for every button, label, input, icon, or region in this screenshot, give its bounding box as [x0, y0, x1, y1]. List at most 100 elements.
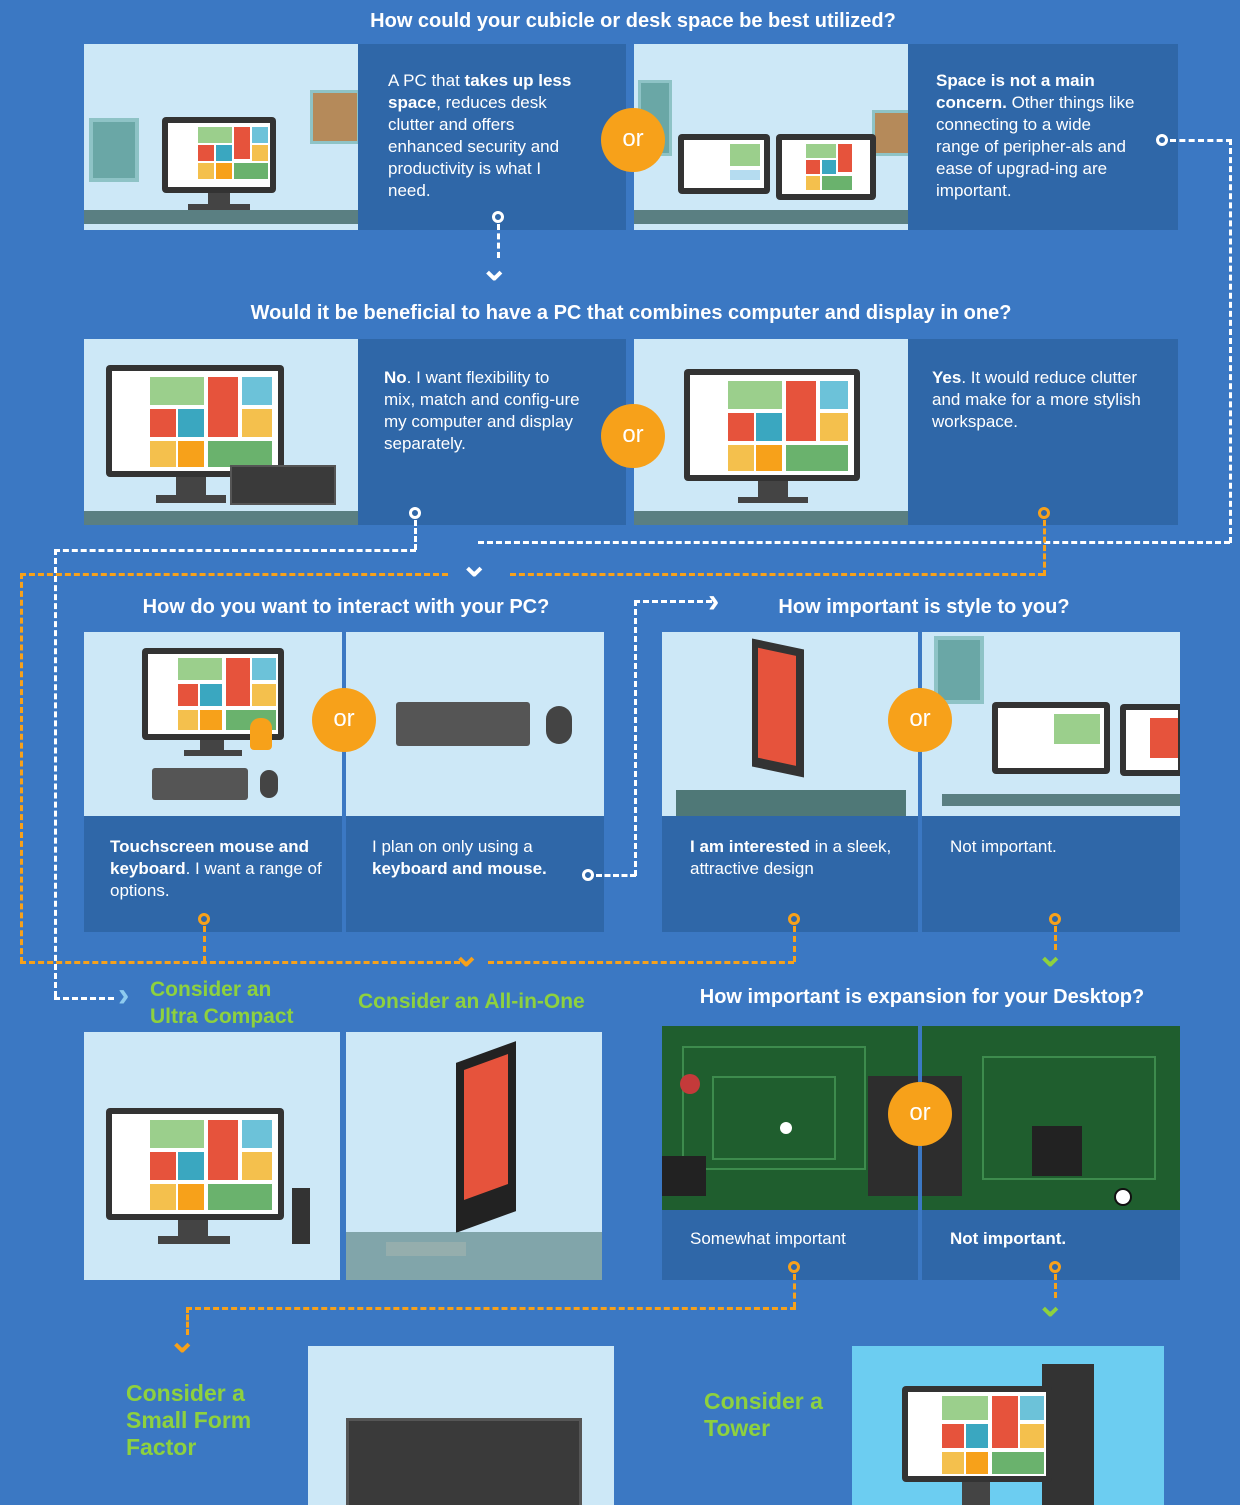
connector-line [488, 961, 794, 964]
q2-left-answer[interactable]: No. I want flexibility to mix, match and… [358, 339, 626, 525]
connector-line [54, 997, 114, 1000]
mouse-icon [260, 770, 278, 798]
connector-line [634, 600, 637, 876]
q4-left-text-post: in a sleek, attractive design [690, 837, 892, 878]
q1-left-text-bold: takes up less space [388, 71, 572, 112]
q1-right-illustration [634, 44, 908, 230]
chevron-down-icon: ⌄ [168, 1322, 197, 1360]
monitor-icon [106, 1108, 284, 1220]
touchscreen-monitor-icon [142, 648, 284, 740]
result-ultra-compact[interactable]: Consider an Ultra Compact [150, 978, 294, 1028]
corkboard-icon [872, 110, 908, 156]
or-badge: or [888, 688, 952, 752]
connector-node [1156, 134, 1168, 146]
q2-left-illustration [84, 339, 358, 525]
connector-line [1170, 139, 1232, 142]
keyboard-icon [396, 702, 530, 746]
corkboard-icon [310, 90, 358, 144]
q5-right-circuit-illustration [922, 1026, 1180, 1210]
chevron-down-icon: ⌄ [1036, 936, 1065, 974]
result-all-in-one[interactable]: Consider an All-in-One [358, 990, 585, 1013]
q3-left-text-post: . I want a range of options. [110, 859, 322, 900]
or-badge: or [601, 108, 665, 172]
monitor-icon [162, 117, 276, 193]
q5-left-circuit-illustration [662, 1026, 918, 1210]
connector-node [198, 913, 210, 925]
q3-left-text-bold: Touchscreen mouse and keyboard [110, 837, 310, 878]
all-in-one-monitor-icon [456, 1041, 516, 1233]
q3-right-illustration [346, 632, 604, 816]
hand-pointer-icon [250, 718, 272, 750]
question-1-title: How could your cubicle or desk space be … [370, 10, 896, 32]
q1-left-illustration [84, 44, 358, 230]
monitor-icon [684, 369, 860, 481]
connector-line [793, 1274, 796, 1308]
connector-node [788, 913, 800, 925]
or-badge: or [601, 404, 665, 468]
q2-right-answer[interactable]: Yes. It would reduce clutter and make fo… [908, 339, 1178, 525]
connector-line [186, 1307, 796, 1310]
q1-left-text-pre: A PC that [388, 71, 465, 90]
connector-node [409, 507, 421, 519]
connector-line [478, 541, 1230, 544]
connector-line [497, 224, 500, 258]
mouse-icon [546, 706, 572, 744]
connector-node [788, 1261, 800, 1273]
monitor-icon [678, 134, 770, 194]
connector-line [20, 961, 460, 964]
or-badge: or [888, 1082, 952, 1146]
connector-line [20, 573, 448, 576]
q1-left-text-post: , reduces desk clutter and offers enhanc… [388, 93, 560, 200]
question-2-title: Would it be beneficial to have a PC that… [250, 302, 1012, 324]
connector-node [1049, 1261, 1061, 1273]
question-4-title: How important is style to you? [778, 596, 1070, 618]
connector-line [510, 573, 1044, 576]
connector-line [1054, 926, 1057, 950]
q4-right-answer[interactable]: Not important. [922, 816, 1180, 932]
desktop-box-icon [230, 465, 336, 505]
q3-right-text-pre: I plan on only using a [372, 837, 533, 856]
connector-line [1054, 1274, 1057, 1298]
q4-left-answer[interactable]: I am interested in a sleek, attractive d… [662, 816, 918, 932]
slim-monitor-icon [752, 638, 804, 778]
connector-node [1049, 913, 1061, 925]
q1-left-answer[interactable]: A PC that takes up less space, reduces d… [358, 44, 626, 230]
connector-line [186, 1307, 189, 1335]
connector-line [54, 549, 416, 552]
q3-left-illustration [84, 632, 342, 816]
q4-right-text: Not important. [950, 837, 1057, 856]
connector-line [793, 926, 796, 962]
connector-line [596, 874, 636, 877]
chevron-right-icon: › [708, 582, 720, 620]
connector-line [54, 549, 57, 997]
q3-right-text-bold: keyboard and mouse. [372, 859, 547, 878]
monitor-icon [776, 134, 876, 200]
question-3-title: How do you want to interact with your PC… [142, 596, 550, 618]
result-small-form-factor[interactable]: Consider a Small Form Factor [126, 1380, 252, 1460]
chevron-down-icon: ⌄ [480, 250, 509, 288]
q1-right-answer[interactable]: Space is not a main concern. Other thing… [908, 44, 1178, 230]
chevron-right-icon: › [118, 976, 130, 1014]
monitor-icon [902, 1386, 1052, 1482]
q3-left-answer[interactable]: Touchscreen mouse and keyboard. I want a… [84, 816, 342, 932]
q4-left-text-bold: I am interested [690, 837, 810, 856]
chevron-down-icon: ⌄ [1036, 1286, 1065, 1324]
connector-line [414, 520, 417, 550]
question-5-title: How important is expansion for your Desk… [699, 986, 1145, 1008]
small-form-factor-pc-icon [346, 1418, 582, 1505]
result-tower[interactable]: Consider a Tower [704, 1388, 823, 1441]
monitor-icon [992, 702, 1110, 774]
ultra-compact-illustration [84, 1032, 340, 1280]
q3-right-answer[interactable]: I plan on only using a keyboard and mous… [346, 816, 604, 932]
connector-node [582, 869, 594, 881]
chevron-down-icon: ⌄ [452, 936, 481, 974]
connector-line [203, 926, 206, 962]
monitor-icon [1120, 704, 1180, 776]
q2-left-text-post: . I want flexibility to mix, match and c… [384, 368, 580, 453]
wall-frame-icon [89, 118, 139, 182]
q1-right-text-post: Other things like connecting to a wide r… [936, 93, 1135, 200]
q2-left-text-bold: No [384, 368, 407, 387]
connector-node [492, 211, 504, 223]
q5-right-text-bold: Not important. [950, 1229, 1067, 1248]
q2-right-text-post: . It would reduce clutter and make for a… [932, 368, 1141, 431]
